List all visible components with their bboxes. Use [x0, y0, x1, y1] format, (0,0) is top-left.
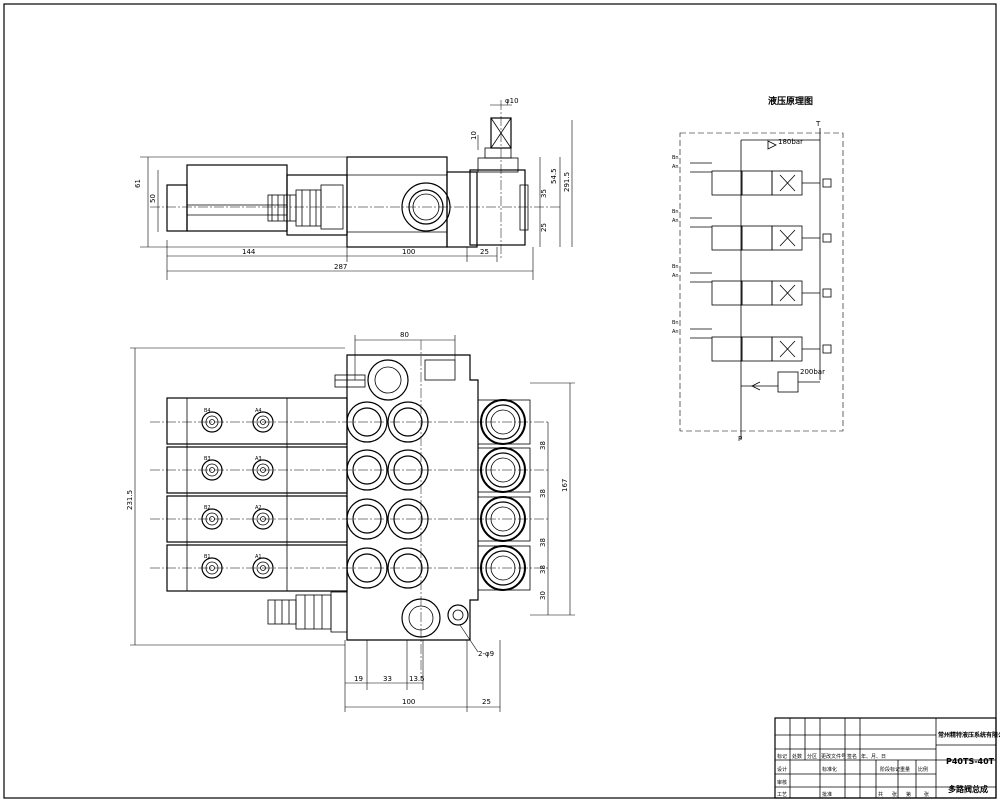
valve-block: [741, 170, 773, 196]
dim-25: 25: [480, 248, 489, 256]
model-number: P40TS-40T: [946, 757, 995, 766]
label-an-4: An: [672, 329, 679, 335]
title-block-text: 常州精特液压系统有限公司 P40TS-40T 多路阀总成 标记 处数 分区 更改…: [777, 731, 1000, 798]
tb-sheets: 张: [892, 791, 897, 798]
tb-sign: 签名: [847, 753, 857, 760]
label-an-2: An: [672, 218, 679, 224]
port-T: T: [815, 120, 821, 128]
dim-38-1: 38: [539, 441, 547, 450]
front-view: [140, 100, 573, 280]
front-view-dimensions: 61 50 144 100 25 287 φ10 10 54.5 35 25 2…: [134, 97, 571, 271]
valve-block: [741, 336, 773, 362]
dim-54-5: 54.5: [550, 168, 558, 184]
sheet-border: [3, 3, 997, 799]
dim-50: 50: [149, 194, 157, 203]
tb-design: 设计: [777, 766, 787, 773]
dim-25-right: 25: [540, 223, 548, 232]
valve-port: [822, 344, 832, 354]
tb-weight: 重量: [900, 766, 910, 773]
tb-standard: 标准化: [822, 766, 837, 773]
drawing-name: 多路阀总成: [948, 784, 988, 794]
tb-total: 共: [878, 791, 883, 798]
dim-38-2: 38: [539, 489, 547, 498]
valve-block: [711, 336, 743, 362]
tb-mark: 标记: [777, 753, 787, 760]
valve-cross: [779, 174, 796, 192]
valve-block: [711, 170, 743, 196]
schematic-title: 液压原理图: [768, 95, 813, 107]
tb-date: 年、月、日: [861, 753, 886, 760]
title-block: [774, 717, 997, 799]
dim-35: 35: [540, 189, 548, 198]
valve-cross: [779, 229, 796, 247]
dim-13-5: 13.5: [409, 675, 425, 683]
dim-61: 61: [134, 179, 142, 188]
dim-231-5: 231.5: [126, 490, 134, 510]
dim-phi10: φ10: [505, 97, 519, 105]
valve-block: [741, 280, 773, 306]
tb-process: 工艺: [777, 792, 787, 798]
label-bn-3: Bn: [672, 264, 679, 270]
port-label: A4: [255, 408, 262, 414]
valve-block: [711, 225, 743, 251]
tb-no: 第: [906, 791, 911, 798]
port-P: P: [738, 435, 742, 443]
relief-180: 180bar: [778, 138, 803, 146]
port-label: B4: [204, 408, 211, 414]
tb-scale: 比例: [918, 766, 928, 773]
dim-291-5: 291.5: [563, 172, 571, 192]
tb-stage: 阶段标记: [880, 766, 900, 773]
dim-287: 287: [334, 263, 347, 271]
label-bn-2: Bn: [672, 209, 679, 215]
dim-167: 167: [561, 479, 569, 492]
dim-bolt: 2-φ9: [478, 650, 494, 658]
top-view-dimensions: 80 231.5 167 38 38 38 38 30 19 33 13.5 1…: [126, 331, 569, 706]
label-bn-4: Bn: [672, 320, 679, 326]
relief-200: 200bar: [800, 368, 825, 376]
dim-19: 19: [354, 675, 363, 683]
tb-zone: 分区: [807, 753, 817, 760]
dim-38-4: 38: [539, 565, 547, 574]
schematic-labels: 液压原理图 T P 180bar 200bar Bn An Bn An Bn A…: [672, 95, 825, 443]
hydraulic-schematic: [679, 128, 844, 440]
port-label: B1: [204, 554, 211, 560]
valve-cross: [779, 340, 796, 358]
label-an-1: An: [672, 164, 679, 170]
label-an-3: An: [672, 273, 679, 279]
label-bn-1: Bn: [672, 155, 679, 161]
dim-38-3: 38: [539, 538, 547, 547]
tb-sheet: 张: [924, 791, 929, 798]
tb-review: 审核: [777, 779, 787, 786]
dim-30: 30: [539, 591, 547, 600]
valve-block: [741, 225, 773, 251]
valve-port: [822, 288, 832, 298]
port-label: A1: [255, 554, 262, 560]
valve-port: [822, 233, 832, 243]
tb-approve: 批准: [822, 791, 832, 798]
valve-cross: [779, 284, 796, 302]
company-name: 常州精特液压系统有限公司: [938, 731, 1000, 739]
dim-25-bottom: 25: [482, 698, 491, 706]
dim-144: 144: [242, 248, 256, 256]
tb-change: 更改文件号: [821, 753, 846, 760]
dim-100-bottom: 100: [402, 698, 415, 706]
dim-10: 10: [470, 131, 478, 140]
dim-80: 80: [400, 331, 409, 339]
valve-block: [711, 280, 743, 306]
dim-100: 100: [402, 248, 415, 256]
port-label: B3: [204, 456, 211, 462]
port-label: A2: [255, 505, 262, 511]
port-label: A3: [255, 456, 262, 462]
port-label: B2: [204, 505, 211, 511]
dim-33: 33: [383, 675, 392, 683]
tb-count: 处数: [792, 753, 802, 760]
valve-port: [822, 178, 832, 188]
